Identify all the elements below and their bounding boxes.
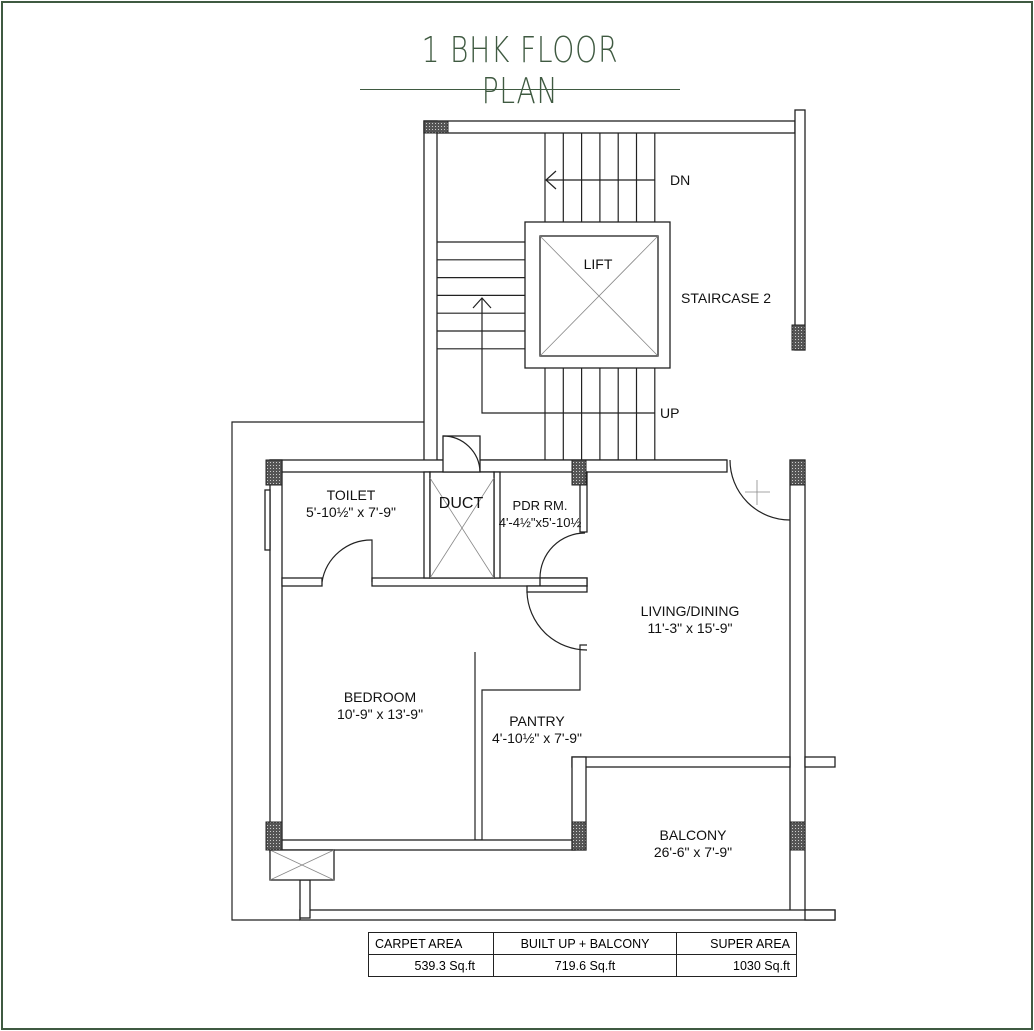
apartment-walls bbox=[231, 421, 836, 921]
living-dining-size: 11'-3" x 15'-9" bbox=[647, 620, 733, 636]
pantry-size: 4'-10½" x 7'-9" bbox=[492, 730, 582, 746]
lift-shaft bbox=[524, 221, 671, 369]
balcony-size: 26'-6" x 7'-9" bbox=[653, 844, 733, 860]
stair-dn-label: DN bbox=[670, 172, 691, 188]
lift-label: LIFT bbox=[583, 256, 613, 272]
area-table-value-row: 539.3 Sq.ft 719.6 Sq.ft 1030 Sq.ft bbox=[368, 954, 797, 977]
duct-label: DUCT bbox=[438, 495, 484, 512]
value-super-area: 1030 Sq.ft bbox=[676, 954, 797, 977]
toilet-name: TOILET bbox=[326, 487, 376, 503]
area-table-header-row: CARPET AREA BUILT UP + BALCONY SUPER ARE… bbox=[368, 932, 797, 955]
door-swings bbox=[321, 435, 791, 651]
living-dining-name: LIVING/DINING bbox=[640, 603, 740, 619]
header-super-area: SUPER AREA bbox=[676, 932, 797, 955]
pantry-name: PANTRY bbox=[509, 713, 565, 729]
area-table: CARPET AREA BUILT UP + BALCONY SUPER ARE… bbox=[368, 932, 797, 977]
staircase-label: STAIRCASE 2 bbox=[681, 290, 771, 306]
page-title: 1 BHK FLOOR PLAN bbox=[421, 30, 619, 112]
header-carpet-area: CARPET AREA bbox=[368, 932, 494, 955]
header-built-up: BUILT UP + BALCONY bbox=[493, 932, 677, 955]
stair-up-label: UP bbox=[660, 405, 680, 421]
balcony-name: BALCONY bbox=[659, 827, 727, 843]
toilet-size: 5'-10½" x 7'-9" bbox=[306, 504, 396, 520]
value-carpet-area: 539.3 Sq.ft bbox=[368, 954, 494, 977]
value-built-up: 719.6 Sq.ft bbox=[493, 954, 677, 977]
pdr-room-size: 4'-4½"x5'-10½ bbox=[498, 515, 582, 530]
pdr-room-name: PDR RM. bbox=[512, 498, 568, 513]
pdr-room-label: PDR RM. 4'-4½"x5'-10½ bbox=[499, 497, 582, 531]
stair-treads bbox=[437, 133, 727, 461]
title-underline bbox=[360, 89, 680, 90]
bedroom-name: BEDROOM bbox=[343, 689, 417, 705]
bedroom-size: 10'-9" x 13'-9" bbox=[336, 706, 424, 722]
stair-arrows bbox=[472, 170, 655, 414]
